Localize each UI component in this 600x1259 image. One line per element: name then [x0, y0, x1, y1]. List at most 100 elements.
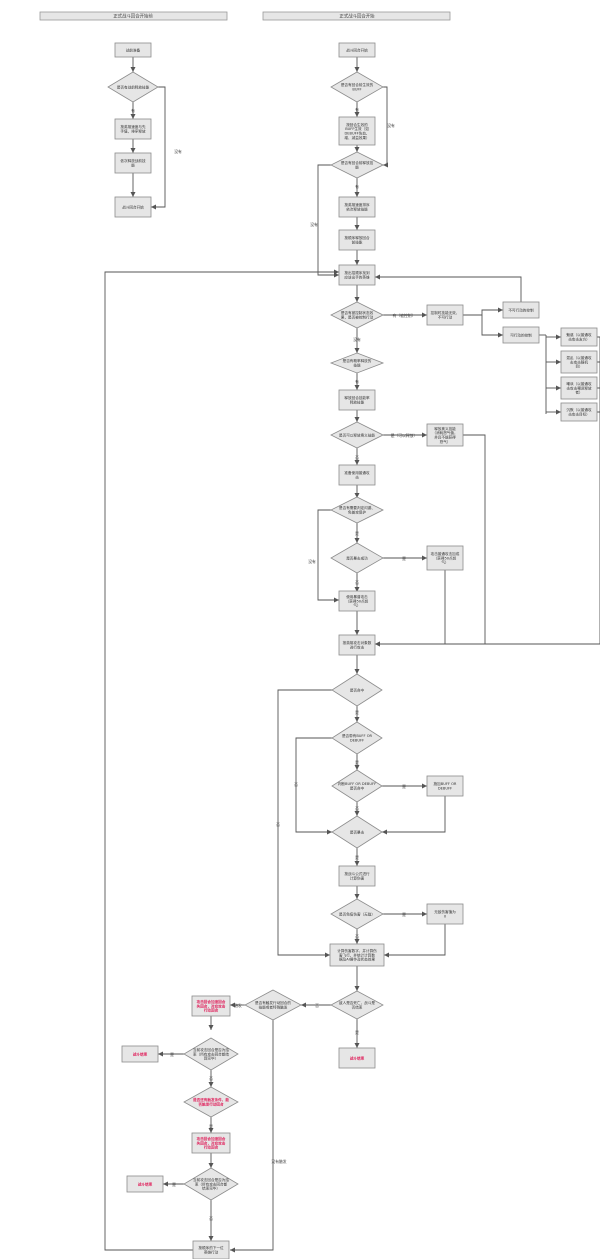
node-line-l3-0: 按英雄速度与先	[120, 124, 146, 129]
decision-r16: 是否暴击成功	[330, 542, 384, 574]
node-line-r28-0: 计算伤害数字，并计算伤	[337, 948, 377, 953]
node-text-c5: 嘲讽（以普通攻击攻击嘲讽释放者）	[566, 381, 592, 395]
node-line-b7-0: 当前攻击回合是否为结	[193, 1177, 229, 1182]
node-line-c1-0: 不可行动的控制	[508, 307, 534, 312]
node-text-b4: 战斗结束	[133, 1051, 148, 1056]
node-text-b9: 按顺序的下一位英雄行动	[198, 1245, 224, 1254]
section-headers: 正式战斗回合开始前 正式战斗回合开始	[39, 11, 451, 21]
label-no-r16: 否	[355, 580, 359, 585]
node-text-r19: 按英雄攻击对象数进行攻击	[343, 640, 372, 649]
node-text-l2: 是否有战前释放技能	[117, 84, 150, 89]
node-line-r5-0: 按英雄速度排序	[344, 202, 370, 207]
process-r7: 按出招顺序找到应该出手的英雄	[338, 264, 376, 286]
label-none-r8: 没有	[353, 337, 361, 342]
node-line-r13-0: 释放奥义技能	[434, 426, 456, 431]
node-text-r20: 是否命中	[350, 687, 365, 692]
node-text-r25: 按战斗公式进行计算伤害	[344, 871, 370, 880]
node-diamond-l2	[107, 71, 159, 103]
node-line-r21-0: 是否带有BUFF OR	[342, 733, 373, 738]
label-no-r26: 否	[355, 934, 359, 939]
node-text-r30: 战斗结束	[350, 1055, 365, 1060]
node-line-r5-1: 依次释放技能	[346, 206, 368, 211]
process-r13: 释放奥义技能（消耗怒气值，并且不能获得怒气）	[426, 423, 464, 447]
node-line-b5-1: 否触发行动回合	[197, 1101, 224, 1106]
node-line-l3-1: 手值，排序释放	[120, 128, 146, 133]
node-line-c4-2: 目）	[575, 364, 582, 369]
node-diamond-r20	[331, 673, 383, 707]
decision-r20: 是否命中	[331, 673, 383, 707]
label-yes-r21: 是	[355, 760, 359, 765]
node-line-b7-2: 结束完毕）	[202, 1186, 220, 1191]
label-trigger: 触发	[234, 1003, 242, 1008]
node-box-c3	[560, 327, 598, 347]
decision-b3: 当前攻击回合是否为结束（所有攻击回合都结算完毕）	[183, 1037, 239, 1071]
header-left-bar	[39, 11, 228, 21]
node-line-r16-0: 是否暴击成功	[346, 555, 368, 560]
node-box-r30	[338, 1047, 376, 1069]
node-line-b1-1: 技能或者特殊触发	[259, 1004, 288, 1009]
node-line-r11-0: 释放回合技能率	[344, 395, 370, 400]
node-line-b3-0: 当前攻击回合是否为结	[193, 1047, 229, 1052]
node-line-r4-1: 能	[355, 164, 359, 169]
decision-b1: 是否有触发行动回合的技能或者特殊触发	[244, 989, 302, 1021]
node-line-b2-1: 失回合，对应攻击	[196, 1003, 226, 1008]
process-c6: 沉默（以普通攻击攻击目标）	[560, 402, 598, 422]
node-line-b8-0: 战斗结束	[138, 1181, 153, 1186]
process-b8: 战斗结束	[126, 1175, 164, 1193]
label-yes-b7: 是	[172, 1182, 176, 1187]
header-right-bar	[262, 11, 451, 21]
node-diamond-r24	[331, 815, 383, 849]
node-line-l4-1: 能	[131, 162, 135, 167]
process-l4: 依次释放战前技能	[114, 152, 152, 174]
decision-r8: 是否有被控制状态效果，是否被控制行动	[330, 301, 384, 329]
node-line-r25-1: 计算伤害	[350, 875, 365, 880]
node-line-r8-1: 果，是否被控制行动	[341, 314, 374, 319]
node-line-r22-1: 是否命中	[350, 785, 365, 790]
decision-l2: 是否有战前释放技能	[107, 71, 159, 103]
node-box-b2	[191, 995, 231, 1017]
node-line-b2-2: 行动回合	[203, 1008, 219, 1013]
node-diamond-b1	[244, 989, 302, 1021]
node-text-c3: 魅惑（以普通攻击攻击友方）	[566, 332, 592, 341]
node-box-b6	[191, 1132, 231, 1154]
node-line-b7-1: 束（所有攻击回合都	[195, 1181, 228, 1186]
node-line-b1-0: 是否有触发行动回合的	[255, 1000, 291, 1005]
process-r5: 按英雄速度排序依次释放技能	[338, 196, 376, 218]
decision-r26: 是否免疫伤害（无敌）	[330, 898, 384, 930]
node-line-r6-0: 按顺序释放回合	[344, 235, 370, 240]
decision-b7: 当前攻击回合是否为结束（所有攻击回合都结束完毕）	[183, 1167, 239, 1201]
node-diamond-r29	[330, 990, 384, 1020]
node-line-c6-0: 沉默（以普通攻	[566, 407, 592, 412]
node-box-c5	[560, 376, 598, 400]
node-line-r17-2: 气）	[441, 560, 448, 565]
node-line-r20-0: 是否命中	[350, 687, 365, 692]
node-box-c2	[502, 326, 540, 344]
node-box-l1	[114, 42, 152, 58]
node-text-c2: 可行动的控制	[510, 332, 532, 337]
node-line-r14-1: 击	[355, 474, 359, 479]
node-line-r15-0: 是否有需要判定闪避、	[339, 505, 375, 510]
node-line-c6-1: 击攻击目标）	[568, 411, 590, 416]
process-b9: 按顺序的下一位英雄行动	[192, 1240, 230, 1259]
node-text-r14: 准备使用普通攻击	[344, 470, 370, 479]
decision-r10: 是否有概率释放的技能	[329, 352, 385, 374]
label-none-r2: 没有	[387, 123, 395, 128]
node-box-r1	[338, 42, 376, 58]
node-text-r9: 控制时技能无效，不可行动	[431, 310, 460, 319]
node-box-r3	[338, 116, 376, 146]
node-line-r17-0: 攻击普通攻击加成	[431, 551, 460, 556]
label-none-l2: 没有	[174, 149, 182, 154]
node-text-b2: 攻击回合加速回合失回合，对应攻击行动回合	[196, 999, 226, 1013]
node-text-r7: 按出招顺序找到应该出手的英雄	[344, 270, 370, 279]
node-text-b8: 战斗结束	[138, 1181, 153, 1186]
node-line-r26-0: 是否免疫伤害（无敌）	[339, 911, 375, 916]
label-no-b3: 否	[209, 1076, 213, 1081]
process-c1: 不可行动的控制	[502, 301, 540, 319]
label-yes-r15: 是	[355, 531, 359, 536]
process-r18: 使用暴普攻击（获得50点怒气）	[338, 590, 376, 612]
node-diamond-b5	[183, 1086, 239, 1118]
node-line-r6-1: 前技能	[352, 239, 363, 244]
